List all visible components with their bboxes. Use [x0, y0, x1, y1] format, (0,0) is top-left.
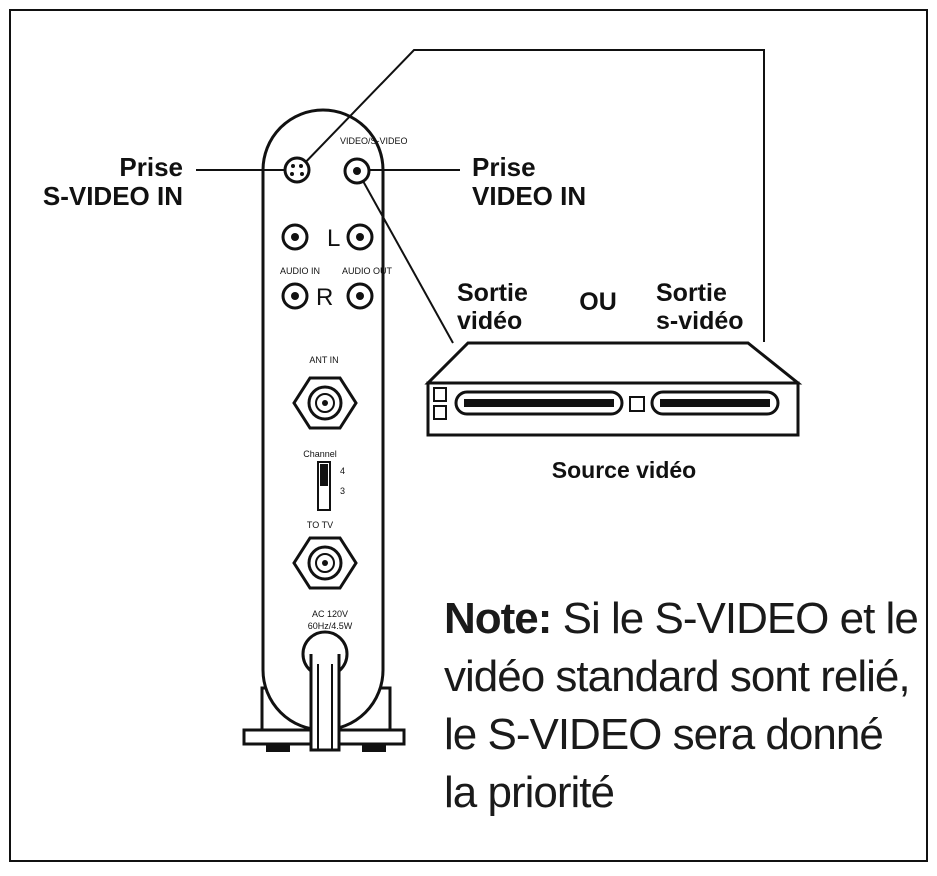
svideo-cable-line: [297, 49, 765, 342]
ant-in-connector: [292, 376, 358, 430]
right-channel-label: R: [316, 284, 333, 311]
to-tv-connector: [292, 536, 358, 590]
ant-in-panel-label: ANT IN: [309, 355, 338, 365]
outer-frame: [9, 9, 928, 862]
to-tv-panel-label: TO TV: [307, 520, 333, 530]
audio-out-panel-label: AUDIO OUT: [342, 266, 393, 276]
note-heading: Note:: [444, 594, 552, 643]
sortie-svideo-label-line1: Sortie: [656, 279, 727, 307]
svideo-jack: [283, 156, 311, 184]
sortie-video-label-line1: Sortie: [457, 279, 528, 307]
svideo-in-label-line2: S-VIDEO IN: [43, 181, 183, 211]
source-video-label: Source vidéo: [552, 457, 696, 483]
video-source-device: [424, 341, 803, 437]
connection-lines: [196, 49, 765, 344]
video-in-label-line2: VIDEO IN: [472, 181, 586, 211]
note-text: Si le S-VIDEO et le vidéo standard sont …: [444, 594, 919, 817]
rca-jack-centers: [291, 167, 364, 300]
channel-switch: [317, 461, 331, 511]
audio-in-panel-label: AUDIO IN: [280, 266, 320, 276]
ou-label: OU: [579, 288, 617, 316]
left-channel-label: L: [327, 225, 340, 252]
sortie-video-label-line2: vidéo: [457, 307, 522, 335]
svideo-in-label-line1: Prise: [119, 152, 183, 182]
note-block: Note: Si le S-VIDEO et le vidéo standard…: [444, 590, 924, 822]
sortie-svideo-label-line2: s-vidéo: [656, 307, 744, 335]
power-rating-line2: 60Hz/4.5W: [308, 621, 353, 631]
video-svideo-panel-label: VIDEO/S-VIDEO: [340, 136, 408, 146]
power-rating-line1: AC 120V: [312, 609, 348, 619]
power-cord: [301, 630, 349, 752]
video-in-label-line1: Prise: [472, 152, 536, 182]
channel-4-label: 4: [340, 466, 345, 476]
channel-3-label: 3: [340, 486, 345, 496]
video-cable-line: [357, 171, 454, 344]
channel-panel-label: Channel: [303, 449, 337, 459]
